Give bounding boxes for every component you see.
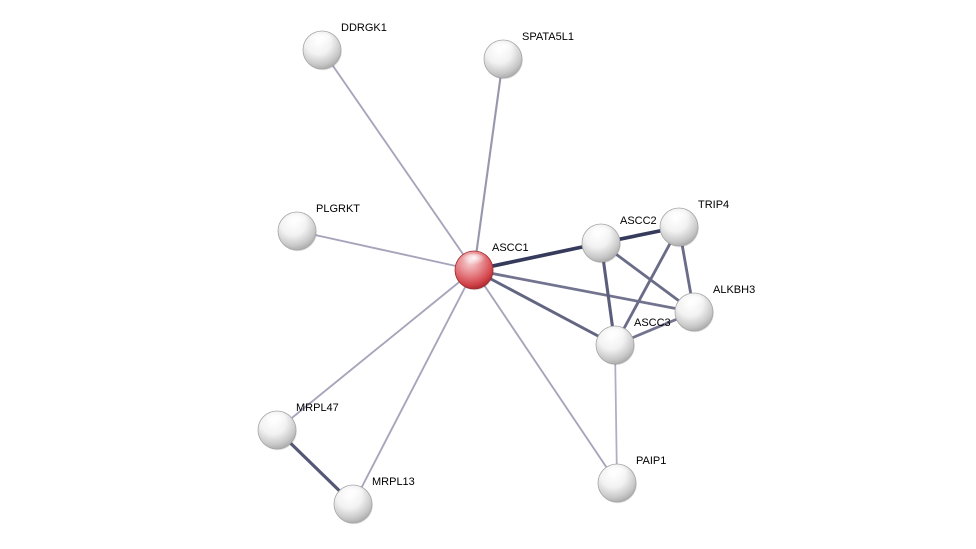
node-highlight	[265, 413, 289, 428]
edge-ascc1-mrpl13	[352, 269, 475, 505]
node-ascc1[interactable]	[454, 250, 494, 291]
edge-ascc1-ascc3	[472, 268, 617, 347]
node-label-mrpl13: MRPL13	[372, 476, 415, 488]
node-label-ddrgk1: DDRGK1	[341, 22, 387, 34]
edge-ascc1-paip1	[473, 269, 618, 484]
edge-ascc1-alkbh3	[472, 268, 696, 314]
node-highlight	[491, 42, 515, 57]
node-label-trip4: TRIP4	[698, 199, 729, 211]
node-ascc2[interactable]	[581, 223, 621, 264]
node-highlight	[341, 487, 365, 502]
edge-ascc1-spata5l1	[472, 57, 505, 272]
node-highlight	[667, 210, 691, 225]
node-label-ascc1: ASCC1	[492, 242, 529, 254]
node-ddrgk1[interactable]	[302, 30, 342, 71]
node-label-alkbh3: ALKBH3	[713, 284, 755, 296]
nodes-layer	[257, 30, 714, 525]
node-plgrkt[interactable]	[277, 211, 317, 252]
node-highlight	[682, 295, 706, 310]
node-highlight	[310, 33, 334, 48]
node-highlight	[589, 226, 613, 241]
node-highlight	[605, 466, 629, 481]
node-highlight	[603, 328, 627, 343]
node-highlight	[462, 253, 486, 268]
node-ascc3[interactable]	[595, 325, 635, 366]
node-label-spata5l1: SPATA5L1	[522, 31, 574, 43]
node-mrpl47[interactable]	[257, 410, 297, 451]
edge-ascc1-ascc2	[472, 241, 603, 272]
node-alkbh3[interactable]	[674, 292, 714, 333]
edge-ascc1-mrpl47	[276, 269, 475, 431]
node-label-ascc2: ASCC2	[620, 215, 657, 227]
node-spata5l1[interactable]	[483, 39, 523, 80]
node-paip1[interactable]	[597, 463, 637, 504]
node-highlight	[285, 214, 309, 229]
node-label-plgrkt: PLGRKT	[316, 203, 360, 215]
edge-ascc3-paip1	[614, 344, 618, 484]
node-label-mrpl47: MRPL47	[296, 402, 339, 414]
edge-trip4-ascc3	[613, 225, 681, 347]
node-trip4[interactable]	[659, 207, 699, 248]
node-label-ascc3: ASCC3	[634, 317, 671, 329]
node-label-paip1: PAIP1	[636, 455, 666, 467]
edge-ascc1-ddrgk1	[321, 49, 475, 271]
edge-ascc1-plgrkt	[296, 230, 475, 271]
node-mrpl13[interactable]	[333, 484, 373, 525]
